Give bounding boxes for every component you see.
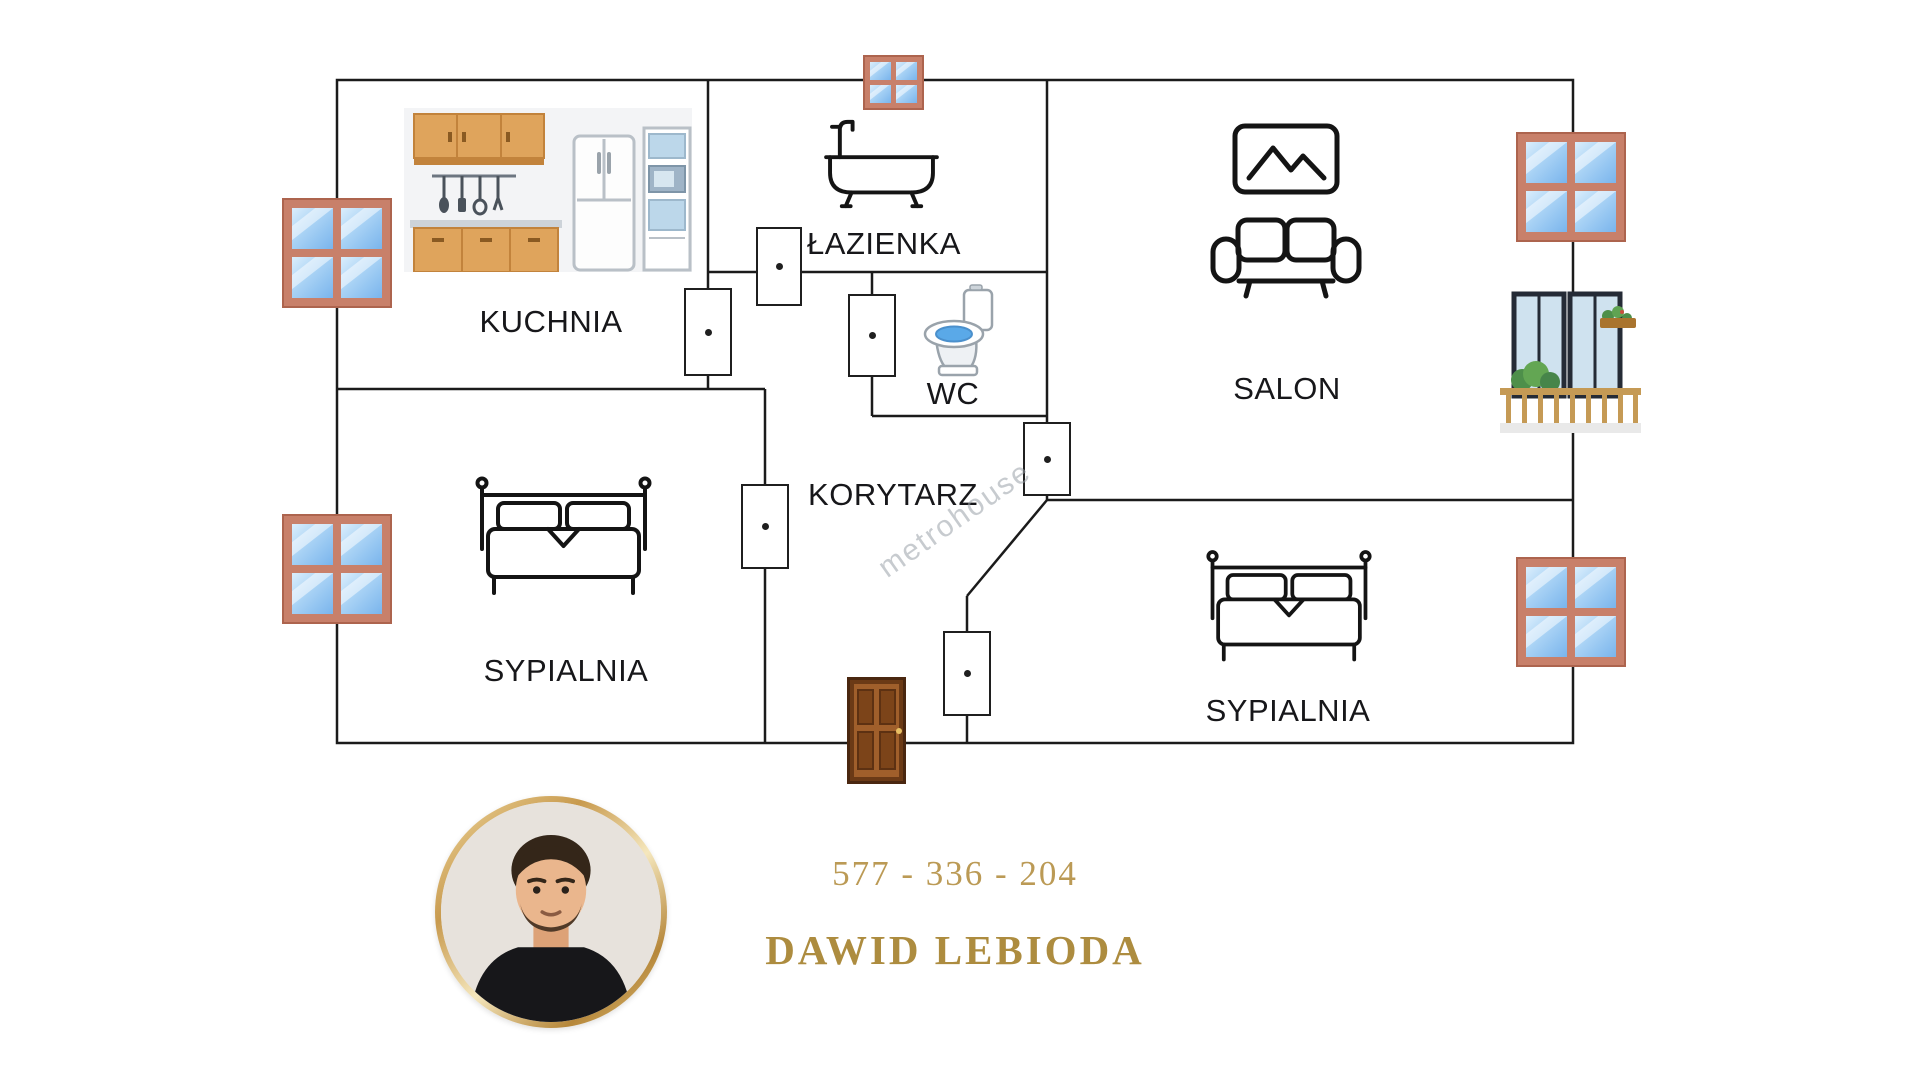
window-pane (292, 524, 333, 565)
window-pane (1526, 616, 1567, 657)
room-label-korytarz: KORYTARZ (808, 477, 978, 512)
window-pane (1526, 567, 1567, 608)
room-label-wc: WC (926, 376, 980, 411)
window-pane (870, 62, 891, 80)
window-pane (1526, 191, 1567, 232)
window-right-lower-icon (1516, 557, 1626, 667)
agent-avatar (435, 796, 667, 1028)
window-pane (341, 524, 382, 565)
room-label-lazienka: ŁAZIENKA (807, 226, 961, 261)
sofa-icon (1210, 217, 1362, 299)
window-pane (292, 208, 333, 249)
agent-avatar-photo (441, 802, 661, 1022)
window-left-lower-icon (282, 514, 392, 624)
window-pane (341, 257, 382, 298)
window-left-upper-icon (282, 198, 392, 308)
bed-left-icon (475, 476, 652, 595)
window-pane (341, 208, 382, 249)
kitchen-illustration-icon (404, 108, 692, 272)
door-bedroom-left-icon (741, 484, 789, 569)
door-kitchen-icon (684, 288, 732, 376)
entrance-door-icon (847, 677, 906, 784)
window-pane (341, 573, 382, 614)
window-pane (896, 62, 917, 80)
window-pane (292, 257, 333, 298)
picture-frame-icon (1232, 123, 1340, 195)
window-right-upper-icon (1516, 132, 1626, 242)
agent-phone: 577 - 336 - 204 (832, 854, 1078, 893)
door-bedroom-right-icon (943, 631, 991, 716)
window-pane (1575, 142, 1616, 183)
window-pane (870, 85, 891, 103)
bed-right-icon (1206, 550, 1372, 662)
door-salon-icon (1023, 422, 1071, 496)
room-label-salon: SALON (1233, 371, 1341, 406)
window-pane (896, 85, 917, 103)
room-label-sypialnia-right: SYPIALNIA (1205, 693, 1371, 728)
balcony-icon (1500, 291, 1641, 433)
window-pane (292, 573, 333, 614)
door-bathroom-icon (756, 227, 802, 306)
window-pane (1526, 142, 1567, 183)
window-top-icon (863, 55, 924, 110)
room-label-sypialnia-left: SYPIALNIA (483, 653, 649, 688)
agent-name: DAWID LEBIODA (765, 927, 1145, 973)
bathtub-icon (824, 119, 939, 209)
window-pane (1575, 616, 1616, 657)
toilet-icon (923, 284, 994, 377)
room-label-kuchnia: KUCHNIA (479, 304, 623, 339)
window-pane (1575, 191, 1616, 232)
door-wc-icon (848, 294, 896, 377)
window-pane (1575, 567, 1616, 608)
